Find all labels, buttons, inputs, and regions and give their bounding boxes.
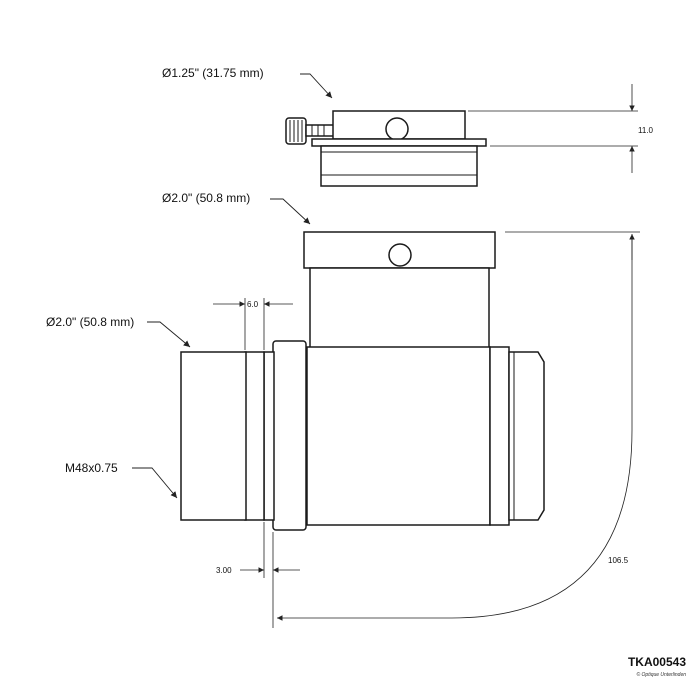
label-eyepiece-diameter: Ø1.25" (31.75 mm) xyxy=(162,66,264,80)
vertical-neck xyxy=(309,267,490,349)
adapter-set-screw xyxy=(385,117,409,141)
adapter-flange xyxy=(311,138,487,147)
label-top-port-diameter: Ø2.0" (50.8 mm) xyxy=(162,191,250,205)
dim-adapter-height: 11.0 xyxy=(638,126,654,135)
adapter-barrel xyxy=(320,145,478,187)
title-block: TKA00543 © Optique Unterlinden xyxy=(628,655,686,678)
main-tube xyxy=(306,346,491,526)
right-connector-thread xyxy=(508,351,545,521)
left-barrel xyxy=(180,351,247,521)
top-set-screw xyxy=(388,243,412,267)
dim-step-offset: 3.00 xyxy=(216,566,232,575)
dimension-flange-gap: 6.0 xyxy=(213,298,293,350)
thumbscrew-shaft xyxy=(305,124,335,137)
dimension-overall-length: 106.5 xyxy=(277,231,640,621)
dimension-adapter-height: 11.0 xyxy=(468,84,654,173)
left-step-ring-inner xyxy=(263,351,275,521)
dim-overall-length: 106.5 xyxy=(608,556,629,565)
dimension-step-offset: 3.00 xyxy=(216,522,300,628)
callout-thread: M48x0.75 xyxy=(65,461,178,499)
right-connector-ring xyxy=(489,346,510,526)
left-step-ring-outer xyxy=(244,351,265,521)
callout-eyepiece: Ø1.25" (31.75 mm) xyxy=(162,66,333,99)
eyepiece-adapter-1-25 xyxy=(285,110,487,187)
part-number: TKA00543 xyxy=(628,655,686,669)
dim-flange-gap: 6.0 xyxy=(247,300,259,309)
left-flange xyxy=(272,340,307,531)
diagonal-body xyxy=(180,231,545,531)
copyright-note: © Optique Unterlinden xyxy=(636,671,686,678)
callout-side-port: Ø2.0" (50.8 mm) xyxy=(46,315,191,348)
callout-top-port: Ø2.0" (50.8 mm) xyxy=(162,191,311,225)
thumbscrew-knob xyxy=(285,117,307,145)
label-thread-spec: M48x0.75 xyxy=(65,461,118,475)
label-side-port-diameter: Ø2.0" (50.8 mm) xyxy=(46,315,134,329)
